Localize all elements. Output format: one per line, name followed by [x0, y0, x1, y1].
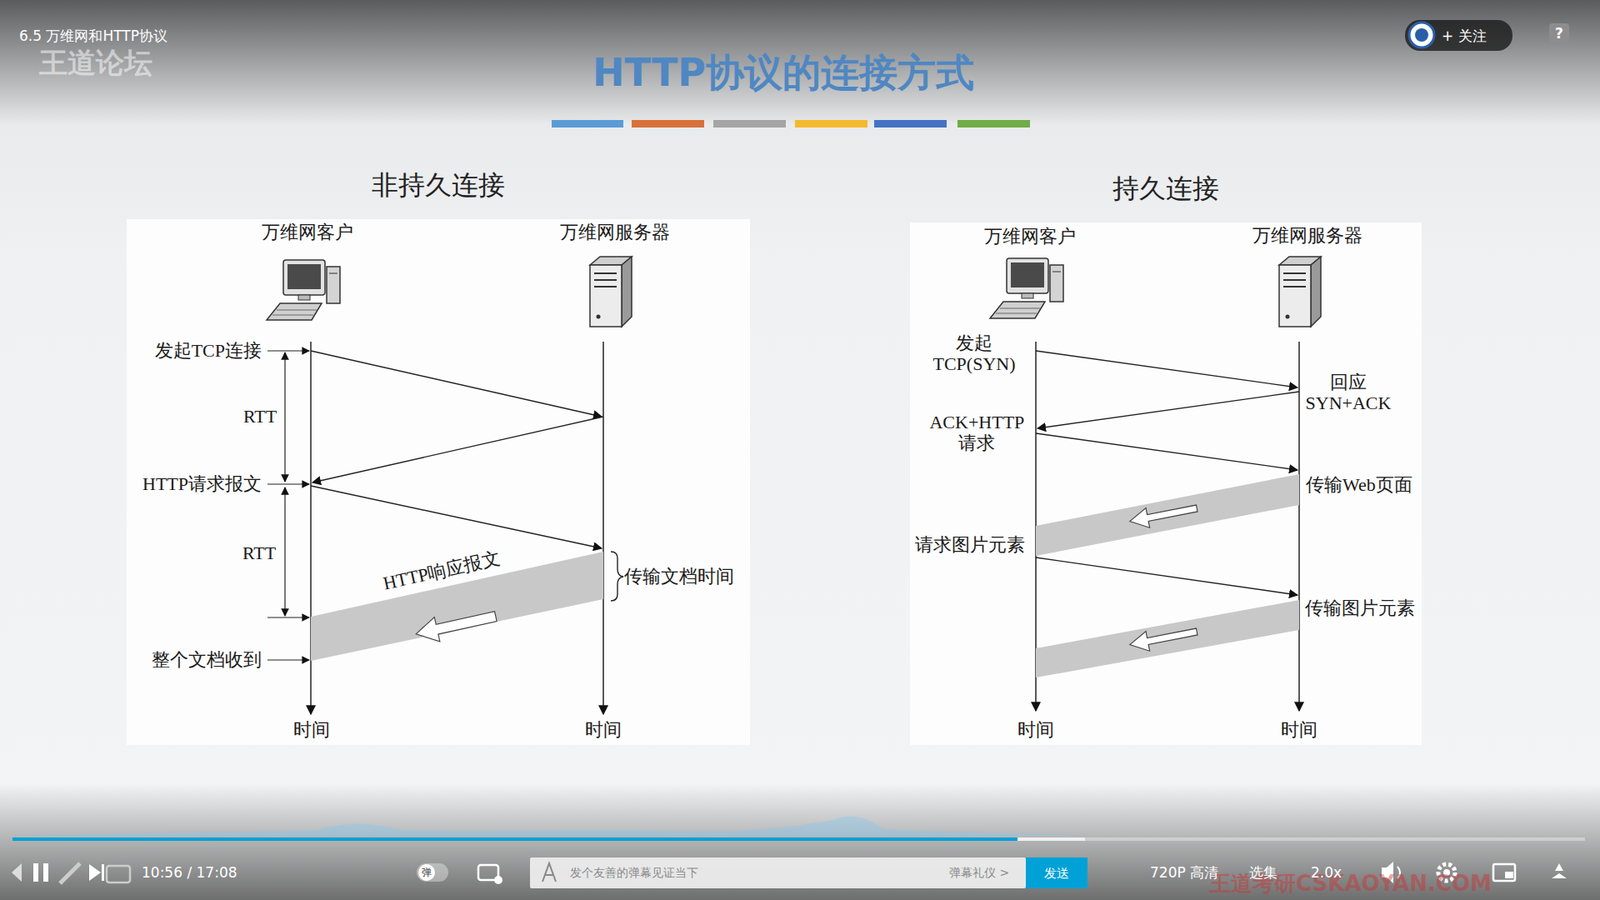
- stripe: [874, 120, 947, 128]
- prev-icon: [11, 863, 22, 882]
- band-arrow-shape: [1127, 498, 1199, 531]
- band-arrow: [1127, 621, 1199, 655]
- channel-logo-core: [1415, 28, 1429, 42]
- rtt-span: [284, 352, 285, 482]
- client-computer: [266, 260, 340, 320]
- stripe: [631, 120, 705, 128]
- server-label: 万维网服务器: [560, 221, 670, 243]
- axis-label: 时间: [1017, 719, 1055, 740]
- band-arrow: [1127, 498, 1199, 531]
- pip-icon: [1493, 864, 1515, 881]
- message-arrow: [1035, 433, 1298, 470]
- fullscreen-icon: [1551, 863, 1567, 879]
- danmaku-settings-gear: [494, 875, 503, 885]
- axis-label: 时间: [1280, 719, 1318, 740]
- follow-text: + 关注: [1441, 26, 1487, 46]
- stripe: [551, 120, 624, 128]
- message-arrow: [312, 416, 604, 483]
- list-icon: [106, 865, 130, 883]
- danmaku-input: [530, 857, 1026, 889]
- rtt-label: RTT: [242, 542, 276, 564]
- progress-played: [12, 837, 1018, 841]
- event-label: ACK+HTTP 请求: [929, 411, 1024, 455]
- server-timeline: [602, 341, 605, 715]
- stripe: [957, 120, 1030, 128]
- server-label: 万维网服务器: [1252, 225, 1363, 246]
- heat-wave: [12, 816, 1085, 836]
- event-label: HTTP请求报文: [142, 473, 262, 495]
- next-icon: [89, 864, 101, 881]
- pause-bar: [33, 863, 39, 882]
- event-label: 整个文档收到: [151, 649, 262, 670]
- client-label: 万维网客户: [984, 225, 1076, 247]
- event-label: 传输Web页面: [1305, 474, 1413, 495]
- pip-inner: [1505, 871, 1514, 879]
- slide-title: HTTP协议的连接方式: [592, 47, 975, 100]
- rtt-label: RTT: [243, 405, 277, 427]
- danmaku-knob: [418, 864, 435, 881]
- next-icon-bar: [101, 864, 105, 881]
- send-text: 发送: [1044, 865, 1070, 882]
- event-label: 请求图片元素: [915, 534, 1025, 555]
- band-arrow-shape: [413, 604, 499, 647]
- tick-arrow: [267, 350, 310, 351]
- brace: [610, 551, 624, 601]
- channel-logo: [1409, 22, 1435, 48]
- tick-arrow: [267, 616, 310, 618]
- tick-arrow: [267, 659, 310, 660]
- danmaku-toggle-text: 弹: [421, 865, 432, 880]
- response-band: [1035, 600, 1300, 678]
- time-display: 10:56 / 17:08: [141, 864, 238, 881]
- video-title: 6.5 万维网和HTTP协议: [19, 26, 168, 46]
- client-label: 万维网客户: [261, 221, 354, 243]
- font-icon: [542, 863, 556, 882]
- follow-button: [1405, 20, 1513, 51]
- event-label: 传输图片元素: [1305, 597, 1415, 619]
- response-band: [1035, 474, 1300, 556]
- progress-track: [12, 837, 1585, 841]
- duration-label: 传输文档时间: [624, 565, 735, 587]
- axis-label: 时间: [585, 719, 622, 740]
- tick-arrow: [267, 483, 310, 485]
- danmaku-etiquette: 弹幕礼仪 >: [949, 865, 1010, 881]
- axis-label: 时间: [293, 719, 330, 740]
- pause-bar: [43, 863, 49, 882]
- message-arrow: [310, 350, 602, 417]
- server-machine: [1279, 256, 1321, 327]
- progress-buffer: [12, 837, 1085, 841]
- message-arrow: [1035, 557, 1298, 595]
- stripe: [795, 120, 868, 128]
- panel-heading: 非持久连接: [126, 167, 750, 205]
- event-label: 发起TCP连接: [155, 340, 262, 361]
- band-arrow: [413, 604, 499, 647]
- quality-label: 720P 高清: [1150, 863, 1219, 883]
- speed-label: 2.0x: [1310, 864, 1342, 881]
- watermark: 王道论坛: [39, 44, 153, 83]
- panel-heading: 持久连接: [910, 170, 1422, 208]
- message-arrow: [310, 485, 602, 549]
- server-timeline: [1298, 341, 1300, 711]
- message-arrow: [1037, 391, 1300, 429]
- client-computer: [990, 258, 1064, 319]
- episodes-label: 选集: [1249, 863, 1278, 883]
- message-arrow: [1035, 350, 1298, 388]
- stripe: [713, 120, 786, 128]
- server-machine: [590, 256, 632, 327]
- event-label: 发起 TCP(SYN): [932, 332, 1015, 375]
- danmaku-placeholder: 发个友善的弹幕见证当下: [570, 865, 699, 881]
- danmaku-toggle: [416, 863, 449, 882]
- rtt-span: [284, 487, 285, 616]
- band-arrow-shape: [1127, 621, 1199, 655]
- help-mark: ?: [1555, 25, 1564, 42]
- band-label: HTTP响应报文: [380, 547, 502, 595]
- pen-icon: [60, 863, 80, 884]
- event-label: 回应 SYN+ACK: [1305, 371, 1392, 415]
- help-icon: [1549, 23, 1570, 44]
- send-button: [1025, 857, 1088, 889]
